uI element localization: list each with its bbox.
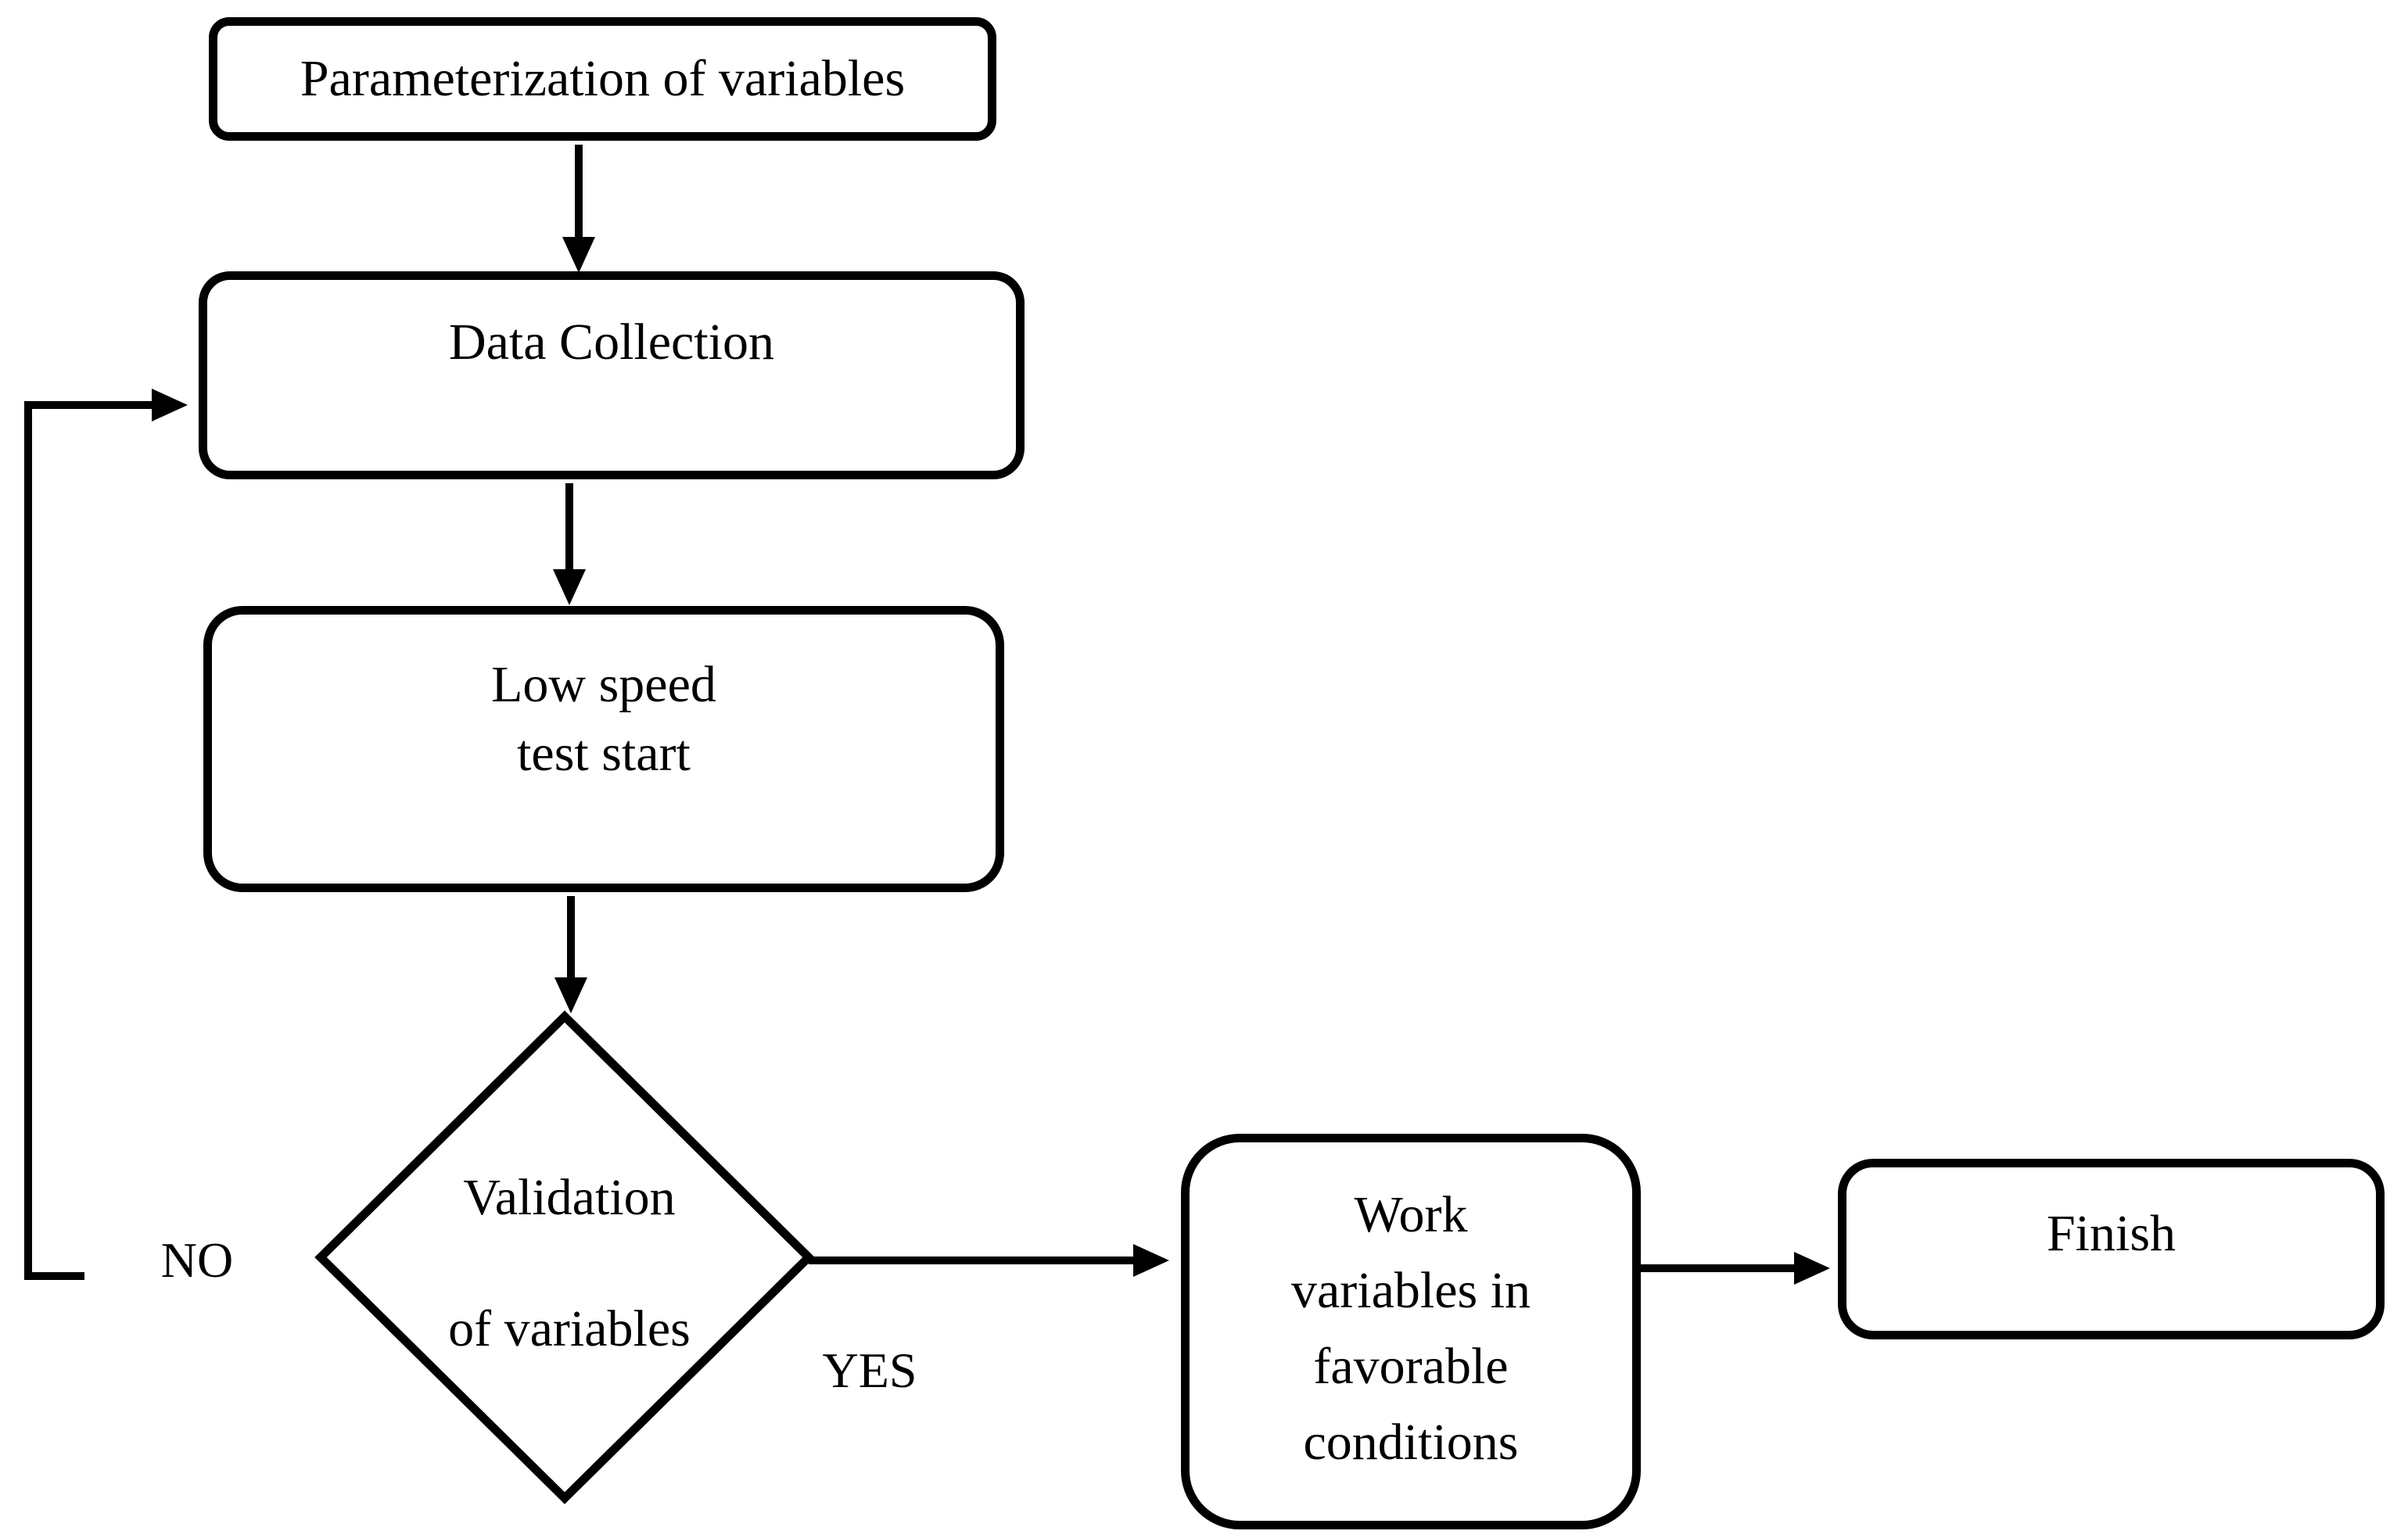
node-low-speed-label-line1: Low speed [491,656,716,713]
node-finish-label: Finish [2046,1205,2177,1262]
node-work-variables: Work variables in favorable conditions [1181,1134,1641,1529]
node-work-variables-label-line2: variables in [1290,1262,1531,1319]
edge-no-feedback [24,389,188,1280]
node-parameterization-label: Parameterization of variables [300,50,906,107]
node-work-variables-label-line3: favorable [1313,1338,1509,1395]
edge-label-no: NO [160,1232,234,1288]
node-data-collection: Data Collection [199,271,1025,479]
decision-diamond-validation [314,1010,815,1504]
node-low-speed-test-start: Low speed test start [203,606,1004,892]
node-data-collection-label: Data Collection [448,314,775,371]
node-finish: Finish [1838,1159,2385,1339]
node-work-variables-label-line4: conditions [1303,1414,1519,1471]
node-low-speed-label-line2: test start [517,725,691,782]
node-parameterization: Parameterization of variables [209,17,996,141]
node-validation-label-line2: of variables [448,1300,691,1357]
node-validation-label-line1: Validation [463,1169,676,1226]
edge-label-yes: YES [822,1343,917,1398]
node-work-variables-label-line1: Work [1354,1186,1468,1243]
